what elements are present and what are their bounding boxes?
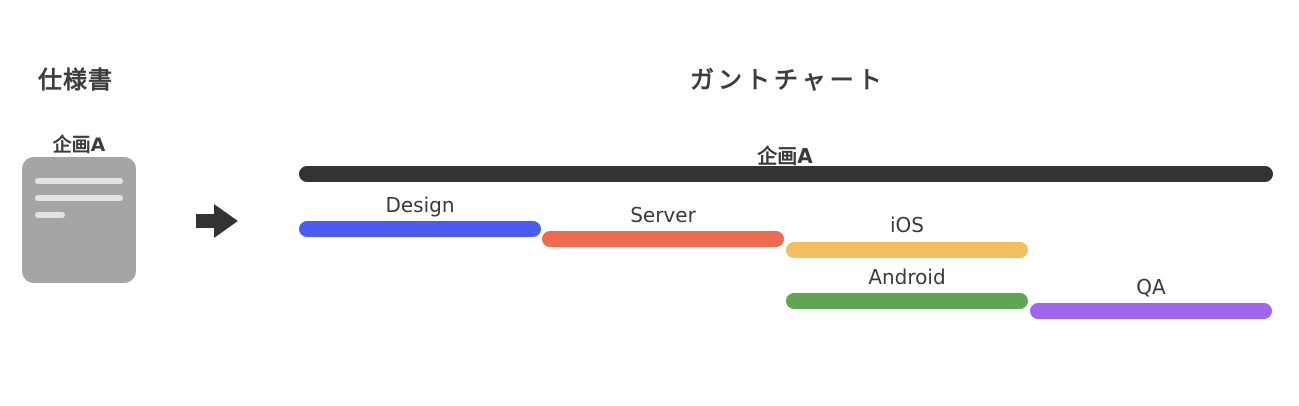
task-bar-android <box>786 293 1028 309</box>
document-text-line <box>35 178 123 184</box>
project-label: 企画A <box>757 144 813 168</box>
right-arrow-icon <box>196 204 238 238</box>
task-label-android: Android <box>868 265 946 289</box>
task-label-ios: iOS <box>890 213 924 237</box>
document-text-line <box>35 195 123 201</box>
project-bar <box>299 166 1273 182</box>
task-bar-qa <box>1030 303 1272 319</box>
task-bar-server <box>542 231 784 247</box>
task-bar-design <box>299 221 541 237</box>
task-label-design: Design <box>385 193 455 217</box>
gantt-heading: ガントチャート <box>690 66 886 94</box>
task-label-qa: QA <box>1136 275 1166 299</box>
document-icon <box>22 157 136 283</box>
task-label-server: Server <box>630 203 696 227</box>
document-label: 企画A <box>52 134 106 156</box>
spec-heading: 仕様書 <box>38 66 113 94</box>
document-text-line <box>35 212 65 218</box>
task-bar-ios <box>786 242 1028 258</box>
